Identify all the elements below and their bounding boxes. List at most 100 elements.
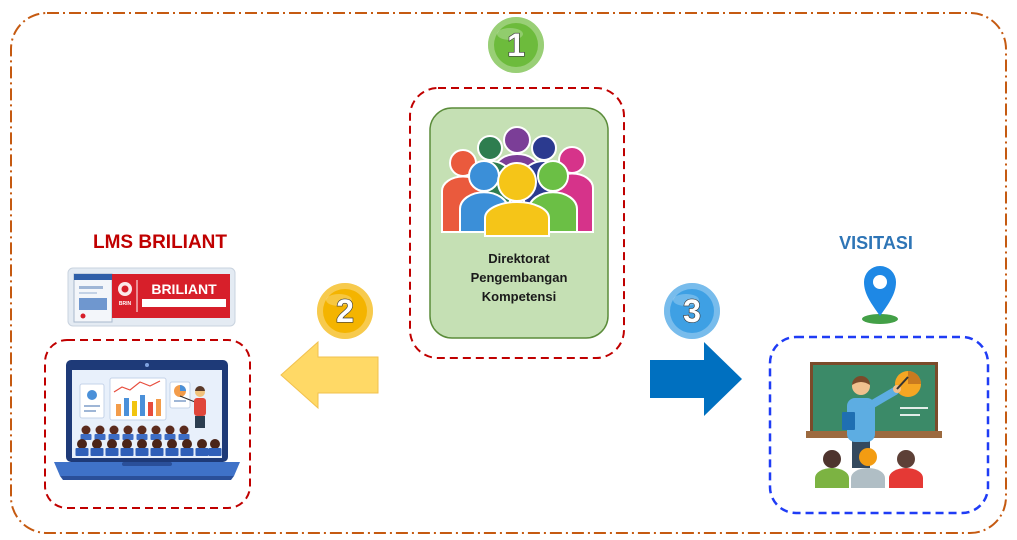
laptop-classroom-icon — [54, 360, 240, 480]
person-blue-head — [468, 160, 500, 192]
audience-head — [122, 439, 132, 449]
student-right — [889, 450, 923, 488]
audience-head — [95, 425, 105, 435]
audience-head — [167, 439, 177, 449]
audience-head — [210, 439, 220, 449]
screen-text-line — [84, 410, 96, 412]
book-logo-dot — [80, 313, 86, 319]
teacher-classroom-icon — [806, 362, 942, 488]
outer-dashdot-border — [10, 12, 1007, 534]
pin-base — [862, 314, 898, 324]
left-dashed-frame — [44, 339, 251, 509]
pin-hole — [873, 275, 887, 289]
step-2-badge-core — [323, 289, 367, 333]
person-green-head — [537, 160, 569, 192]
person-navy-head — [531, 135, 557, 161]
left-section: LMS BRILIANT BRIN BRILIANT — [44, 232, 251, 509]
teacher-figure — [842, 376, 909, 468]
student-left-body — [815, 468, 849, 488]
right-dashed-frame — [768, 335, 990, 515]
center-label-line-3: Kompetensi — [482, 289, 556, 304]
person-yellow-body — [484, 201, 550, 237]
student-middle-head — [859, 448, 877, 466]
laptop-camera — [145, 363, 149, 367]
person-purple-head — [503, 126, 531, 154]
step-3-badge: 3 — [664, 283, 720, 339]
audience-head — [137, 439, 147, 449]
center-section: Direktorat Pengembangan Kompetensi — [409, 87, 625, 359]
screen-chart-bar — [116, 404, 121, 416]
audience-head — [165, 425, 175, 435]
step-3-badge-core — [670, 289, 714, 333]
student-right-head — [897, 450, 915, 468]
audience-seat — [105, 448, 119, 456]
audience-head — [137, 425, 147, 435]
right-section: VISITASI — [768, 233, 990, 515]
step-1-badge: 1 — [488, 17, 544, 73]
audience-seat — [94, 434, 106, 440]
audience-head — [151, 425, 161, 435]
teacher-torso — [847, 398, 875, 442]
audience-seat — [120, 448, 134, 456]
audience-seat — [136, 434, 148, 440]
person-yellow-head — [497, 162, 537, 202]
board-pie-slice — [908, 371, 921, 384]
presenter-pointer — [179, 395, 196, 403]
audience-seat — [90, 448, 104, 456]
audience-seat — [165, 448, 179, 456]
banner-subtitle-bar — [142, 299, 226, 307]
audience-seat — [164, 434, 176, 440]
audience-front-row — [75, 439, 222, 456]
audience-seat — [150, 434, 162, 440]
screen-chart-bar — [148, 402, 153, 416]
presenter-hair — [195, 386, 205, 391]
presenter-legs — [195, 416, 205, 428]
laptop-base-lip — [60, 476, 234, 480]
screen-text-line — [84, 405, 100, 407]
screen-avatar-dot — [87, 390, 97, 400]
audience-seat — [80, 434, 92, 440]
arrow-right-icon — [650, 342, 742, 416]
step-2-number: 2 — [336, 293, 354, 329]
screen-chart-bar — [124, 398, 129, 416]
lms-title: LMS BRILIANT — [93, 232, 227, 253]
screen-panel-left — [79, 383, 105, 419]
brin-logo-inner — [121, 285, 129, 293]
audience-head — [123, 425, 133, 435]
book-top-stripe — [74, 274, 112, 280]
screen-chart-bar — [140, 395, 145, 416]
banner-name: BRILIANT — [151, 281, 217, 297]
banner-org-label: BRIN — [119, 301, 132, 307]
student-left — [815, 450, 849, 488]
screen-pie-slice — [180, 385, 186, 391]
teacher-book — [842, 412, 855, 430]
student-right-body — [889, 468, 923, 488]
step-1-badge-core — [494, 23, 538, 67]
screen-chart-bar — [132, 401, 137, 416]
teacher-pointer — [896, 376, 909, 390]
book-line — [79, 292, 97, 294]
arrow-left-icon — [280, 340, 379, 410]
banner-red-panel — [112, 274, 230, 318]
module-book-cover — [73, 273, 113, 323]
teacher-arm — [867, 387, 899, 409]
presenter-body — [194, 398, 206, 416]
audience-back-row — [80, 425, 190, 440]
audience-head — [182, 439, 192, 449]
step-1-badge-gloss — [497, 28, 523, 40]
student-left-head — [823, 450, 841, 468]
audience-seat — [180, 448, 194, 456]
audience-seat — [135, 448, 149, 456]
step-3-number: 3 — [683, 293, 701, 329]
screen-text-line — [174, 400, 186, 402]
person-darkgreen-head — [477, 135, 503, 161]
audience-seat — [150, 448, 164, 456]
center-label-line-1: Direktorat — [488, 251, 550, 266]
student-middle-body — [851, 468, 885, 488]
audience-head — [92, 439, 102, 449]
presenter-figure — [179, 386, 206, 428]
location-pin-icon — [862, 266, 898, 324]
audience-seat — [108, 434, 120, 440]
screen-chart-line — [113, 380, 161, 393]
